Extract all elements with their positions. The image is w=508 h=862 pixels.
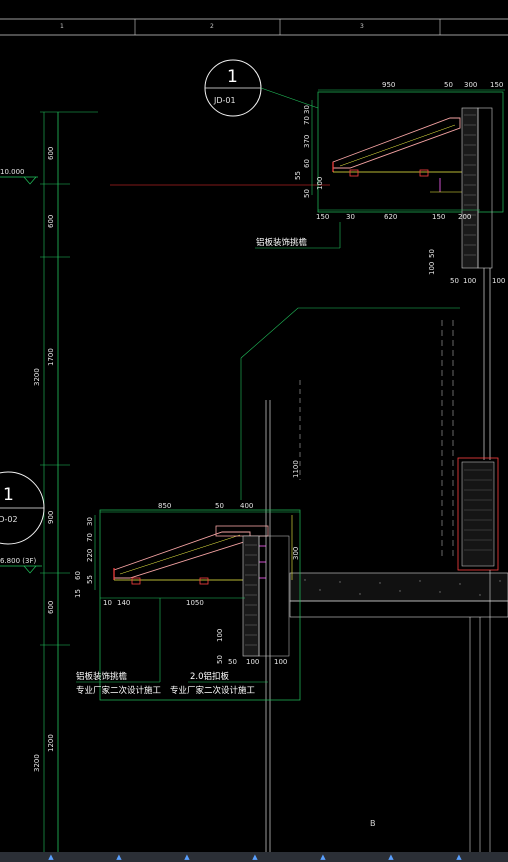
bubble-jd02-label: JD-02	[0, 515, 18, 524]
guide-outline	[240, 307, 460, 359]
dim-left-1200: 1200	[47, 734, 55, 752]
jd01-dim-wall-100: 100	[428, 262, 436, 275]
jd02-dim-left-220: 220	[86, 549, 94, 562]
dim-left-3200-a: 3200	[33, 368, 41, 386]
ruler-tick-1: 1	[60, 23, 64, 30]
jd01-dim-left-55: 55	[294, 171, 302, 180]
elevation-top: 10.000	[0, 168, 25, 176]
jd02-dim-top-50: 50	[215, 502, 224, 510]
facade-wall	[441, 268, 499, 571]
jd01-dim-left-70: 70	[303, 116, 311, 125]
left-dimension-chain: 600 600 1700 3200 900 600 1200 3200	[33, 111, 98, 852]
toolbar-icon-2[interactable]: ▲	[116, 853, 122, 861]
dim-left-900: 900	[47, 511, 55, 524]
jd02-dim-left-30: 30	[86, 517, 94, 526]
toolbar-icon-4[interactable]: ▲	[252, 853, 258, 861]
bubble-jd02-number: 1	[3, 485, 14, 505]
dim-left-1700: 1700	[47, 348, 55, 366]
jd02-dim-wall-100c: 100	[274, 658, 287, 666]
ruler-tick-3: 3	[360, 23, 364, 30]
jd02-dim-left-60: 60	[74, 571, 82, 580]
jd01-dim-bottom-150b: 150	[432, 213, 445, 221]
elevation-marks: 10.000 6.800 (3F)	[0, 168, 42, 574]
jd02-dim-wall-100b: 100	[246, 658, 259, 666]
top-ruler: 1 2 3	[0, 18, 508, 36]
jd01-dim-top-950: 950	[382, 81, 395, 89]
dim-left-600-c: 600	[47, 601, 55, 614]
jd02-height-300: 300	[292, 547, 300, 560]
jd01-dim-wall-50: 50	[428, 249, 436, 258]
jd01-dim-bottom-150: 150	[316, 213, 329, 221]
jd02-dim-top-400: 400	[240, 502, 253, 510]
jd02-dim-left-70: 70	[86, 533, 94, 542]
jd01-dim-left-370: 370	[303, 135, 311, 148]
toolbar-icon-6[interactable]: ▲	[388, 853, 394, 861]
dim-left-3200-b: 3200	[33, 754, 41, 772]
detail-jd-01: 1 JD-01 950 50 300 150 30 70 370 60 55 5…	[204, 59, 505, 285]
jd02-dim-wall-50b: 50	[228, 658, 237, 666]
toolbar-icon-5[interactable]: ▲	[320, 853, 326, 861]
jd02-note-aluminum-eave: 铝板装饰挑檐	[76, 671, 128, 682]
jd01-dim-left-30: 30	[303, 105, 311, 114]
jd01-dim-wall-50b: 50	[450, 277, 459, 285]
jd01-dim-left-100: 100	[316, 177, 324, 190]
elevation-bottom: 6.800 (3F)	[0, 557, 36, 565]
jd02-note-factory-a: 专业厂家二次设计施工	[76, 685, 162, 696]
floor-slab	[289, 570, 508, 852]
detail-jd-02: 1 JD-02 850 50 400 30 70 220 60 55 15 30…	[0, 460, 301, 701]
jd01-dim-bottom-30: 30	[346, 213, 355, 221]
toolbar-icon-7[interactable]: ▲	[456, 853, 462, 861]
jd02-height-1100: 1100	[292, 460, 300, 478]
jd02-dim-top-850: 850	[158, 502, 171, 510]
jd02-dim-wall-100: 100	[216, 629, 224, 642]
toolbar-icon-3[interactable]: ▲	[184, 853, 190, 861]
dim-left-600-b: 600	[47, 215, 55, 228]
jd01-dim-left-60: 60	[303, 159, 311, 168]
jd01-dim-bottom-620: 620	[384, 213, 397, 221]
jd02-note-aluminum-panel: 2.0铝扣板	[190, 671, 230, 682]
jd02-note-factory-b: 专业厂家二次设计施工	[170, 685, 256, 696]
toolbar-icon-1[interactable]: ▲	[48, 853, 54, 861]
jd01-dim-left-50: 50	[303, 189, 311, 198]
ruler-tick-2: 2	[210, 23, 214, 30]
jd02-dim-bottom-1050: 1050	[186, 599, 204, 607]
jd02-dim-left-15: 15	[74, 589, 82, 598]
jd01-dim-wall-100b: 100	[463, 277, 476, 285]
dim-left-600-a: 600	[47, 147, 55, 160]
jd01-dim-top-300: 300	[464, 81, 477, 89]
jd01-dim-top-50: 50	[444, 81, 453, 89]
bubble-jd01-number: 1	[227, 67, 238, 87]
jd01-dim-bottom-200: 200	[458, 213, 471, 221]
bottom-toolbar	[0, 852, 508, 862]
jd01-note: 铝板装饰挑檐	[256, 237, 308, 248]
jd02-dim-wall-50: 50	[216, 655, 224, 664]
jd02-dim-bottom-10: 10	[103, 599, 112, 607]
bubble-jd01-label: JD-01	[213, 96, 236, 105]
axis-label: B	[370, 819, 376, 828]
jd02-dim-bottom-140: 140	[117, 599, 130, 607]
jd02-dim-left-55: 55	[86, 575, 94, 584]
jd01-dim-top-150: 150	[490, 81, 503, 89]
jd01-dim-wall-100c: 100	[492, 277, 505, 285]
